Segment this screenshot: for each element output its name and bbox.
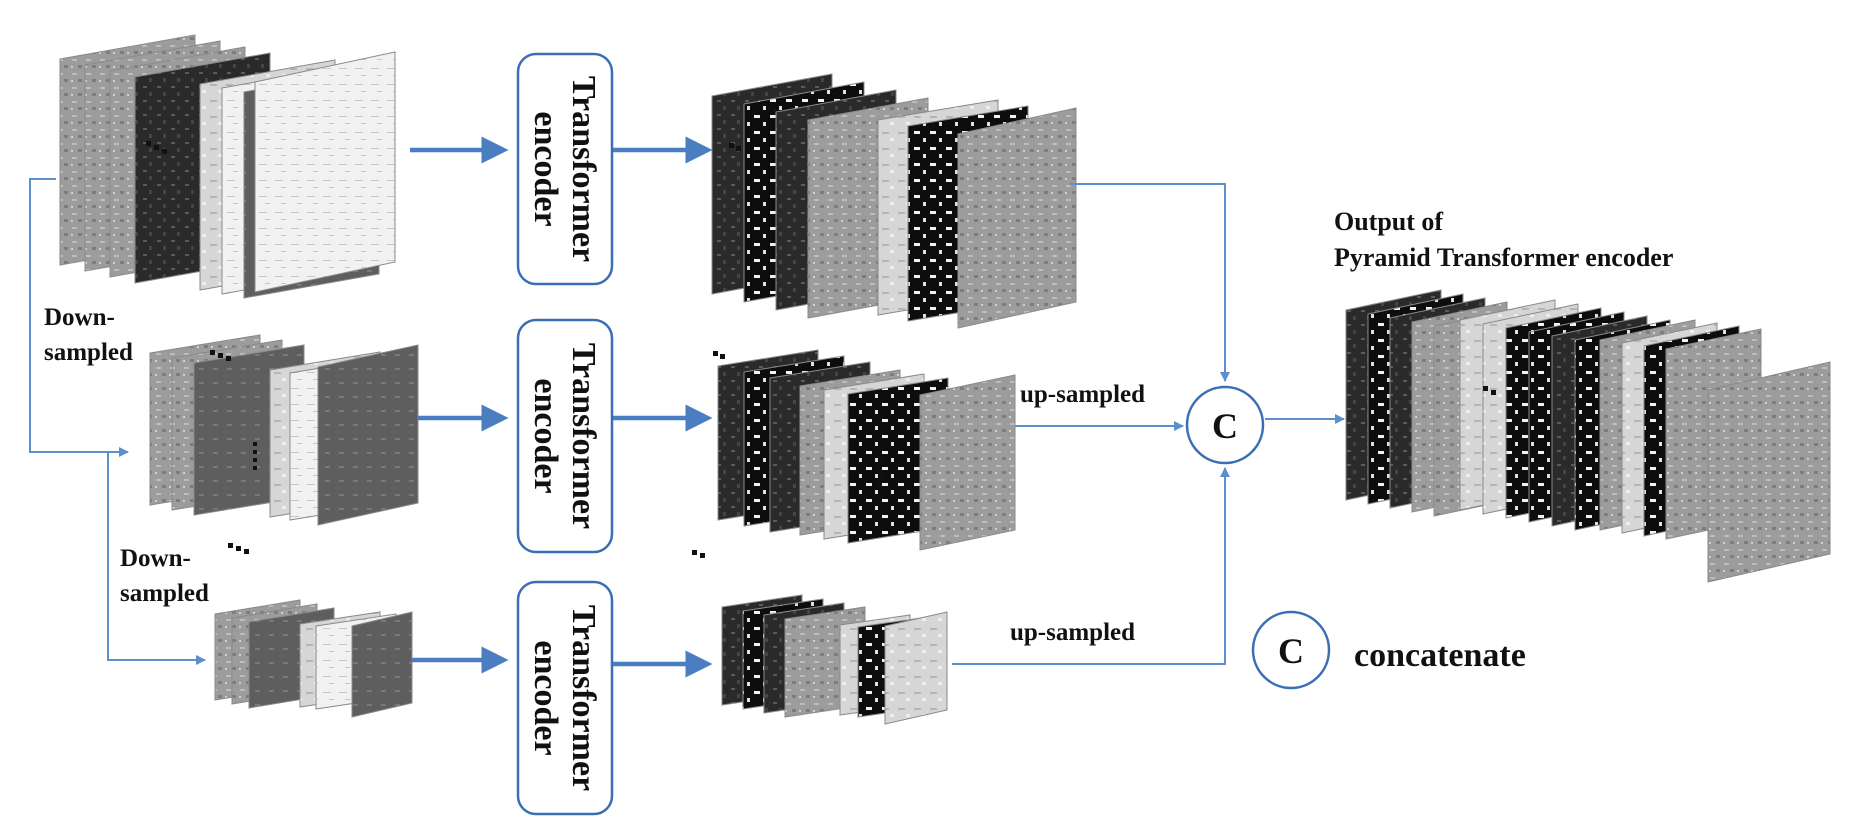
concat-node: C <box>1185 385 1265 465</box>
input-stack-3-slice <box>351 611 413 718</box>
encoder-2-line1: Transformer <box>565 343 602 529</box>
output-title-line2: Pyramid Transformer encoder <box>1334 243 1673 272</box>
legend-symbol: C <box>1278 631 1304 671</box>
output1-to-concat-line <box>1070 183 1230 382</box>
ellipsis-dots-input <box>146 141 257 554</box>
final-stack-slice <box>1707 361 1831 583</box>
input-stack-1-slice <box>254 51 396 293</box>
down-sample-line-1 <box>29 178 129 457</box>
up-sampled-label-2: up-sampled <box>1010 619 1135 646</box>
encoder-3-line1: Transformer <box>565 605 602 791</box>
up-sampled-label-1: up-sampled <box>1020 381 1145 408</box>
output-stack-2-slice <box>919 374 1016 551</box>
down-sampled-label-2a: Down- <box>120 545 191 572</box>
output-stack-1-slice <box>957 107 1077 329</box>
feature-map-stacks <box>59 34 1831 725</box>
encoder-2-line2: encoder <box>527 378 564 493</box>
input-stack-2-slice <box>317 344 419 526</box>
output-stack-3-slice <box>884 611 948 725</box>
encoder-1-line2: encoder <box>527 111 564 226</box>
transformer-encoder-3: Transformer encoder <box>516 580 614 816</box>
concat-symbol: C <box>1212 406 1238 446</box>
ellipsis-dots-output <box>692 143 1496 558</box>
down-sampled-label-1b: sampled <box>44 339 133 366</box>
down-sampled-label-2b: sampled <box>120 580 209 607</box>
output3-to-concat-line <box>952 467 1230 665</box>
legend: C concatenate <box>1251 610 1526 690</box>
down-sampled-label-1a: Down- <box>44 304 115 331</box>
encoder-3-line2: encoder <box>527 640 564 755</box>
transformer-encoder-2: Transformer encoder <box>516 318 614 554</box>
output-title-line1: Output of <box>1334 207 1443 236</box>
transformer-encoder-1: Transformer encoder <box>516 52 614 286</box>
encoder-1-line1: Transformer <box>565 76 602 262</box>
down-sample-line-2 <box>107 452 206 665</box>
legend-text: concatenate <box>1354 637 1526 674</box>
